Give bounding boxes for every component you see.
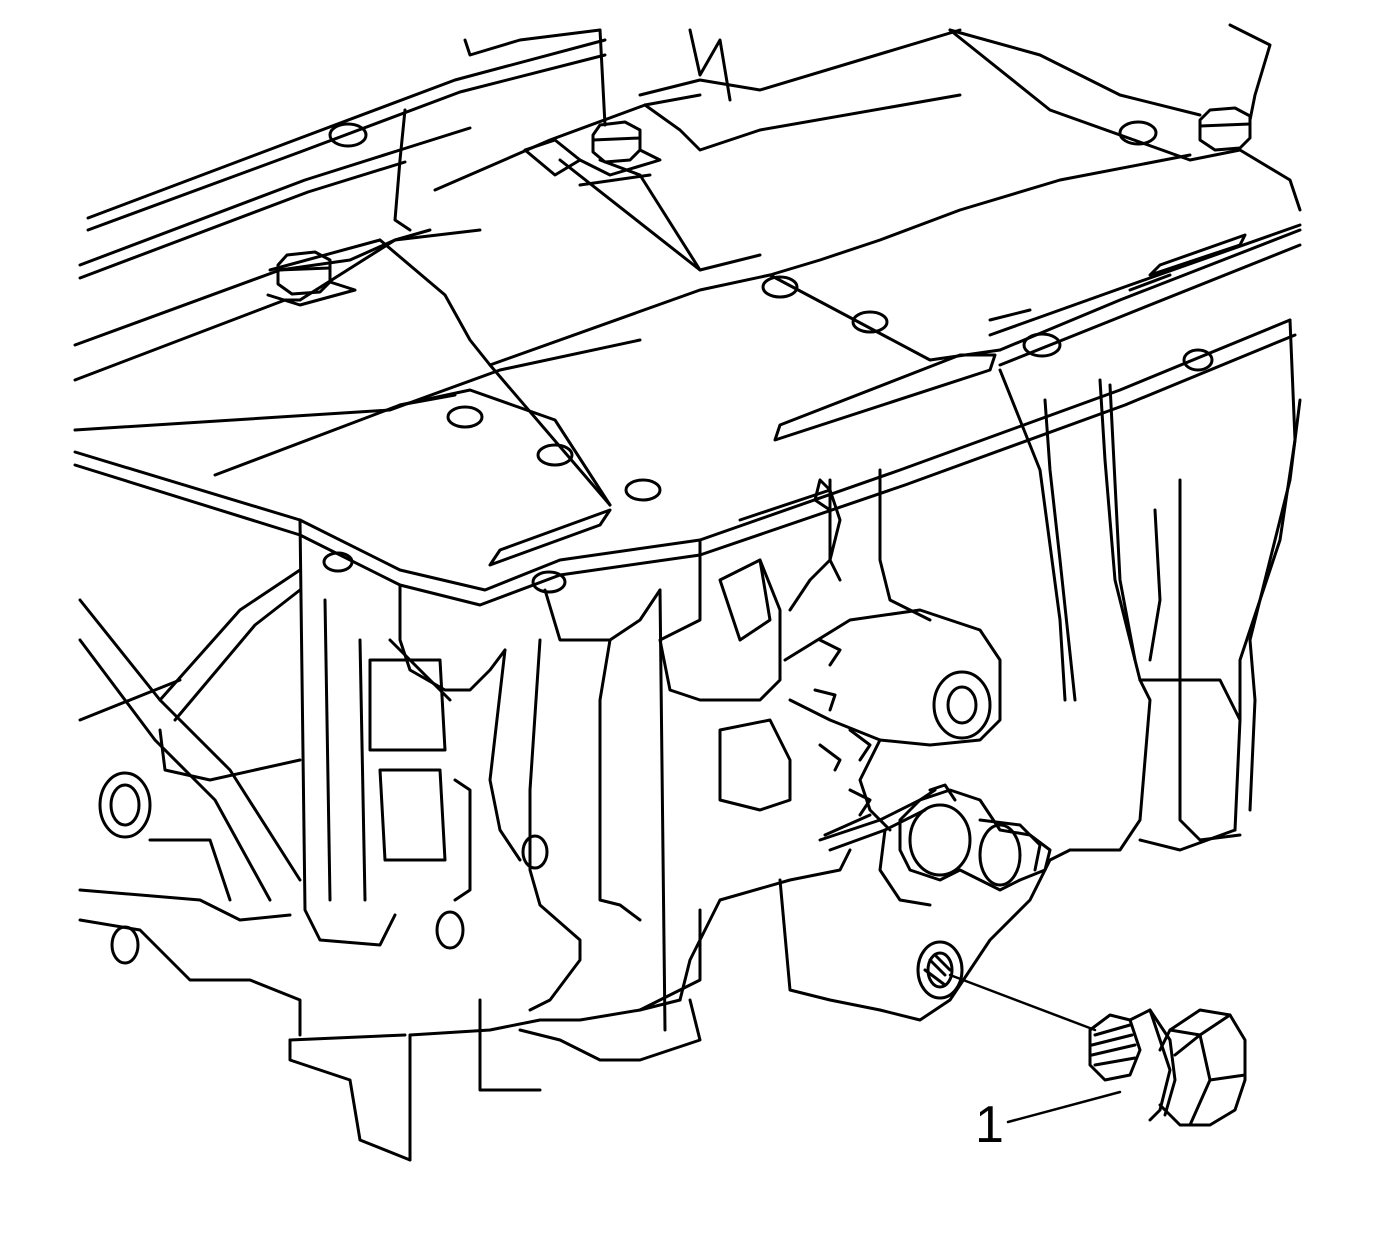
pan-bolts [266, 106, 1252, 307]
callout-leaders [948, 973, 1122, 1124]
oil-pan-bolt [1088, 1008, 1247, 1127]
bolt-to-hole-leader [948, 973, 1097, 1032]
oil-pan [73, 38, 1302, 1162]
callout-1-leader [1006, 1090, 1122, 1124]
engine-block [463, 23, 1302, 212]
callout-label-1: 1 [975, 1096, 1004, 1154]
flange-holes [98, 120, 1214, 1000]
sensor-connector [658, 478, 1052, 907]
